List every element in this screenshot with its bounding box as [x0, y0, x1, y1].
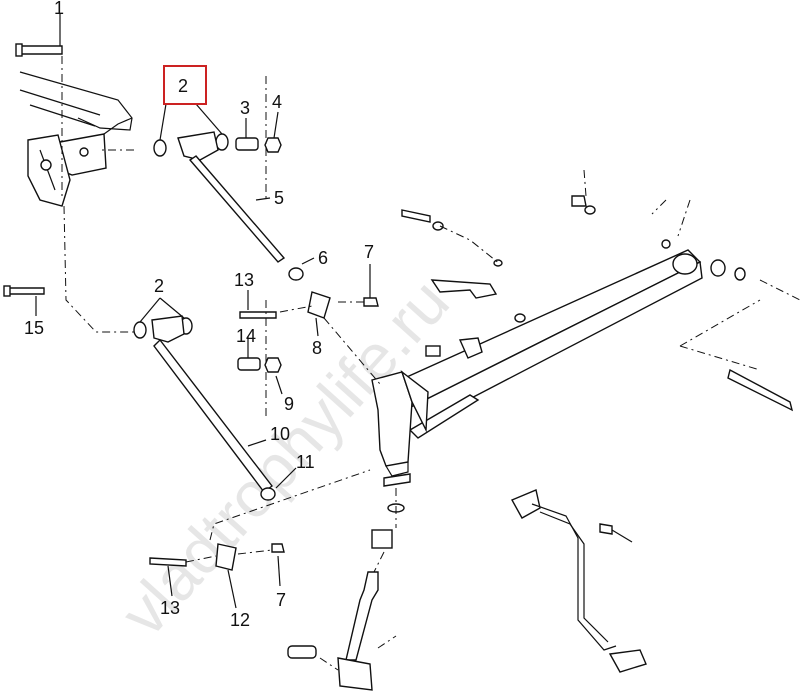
- callout-11: 11: [296, 452, 315, 472]
- frame-bracket: [19, 71, 133, 207]
- bolts: [3, 43, 63, 297]
- callout-7-lower: 7: [276, 590, 286, 610]
- callout-9: 9: [284, 394, 294, 414]
- callout-2-highlight-box: [163, 65, 207, 105]
- upper-link-assembly: [153, 131, 304, 281]
- steering-shaft: [287, 473, 411, 691]
- callout-13-lower: 13: [160, 598, 180, 618]
- lever-assembly: [511, 368, 794, 673]
- main-swingarm: [371, 239, 746, 477]
- callout-3: 3: [240, 98, 250, 118]
- callout-8: 8: [312, 338, 322, 358]
- lower-link-end: [149, 543, 285, 571]
- lower-link-assembly: [133, 291, 379, 501]
- callout-4: 4: [272, 92, 282, 112]
- callout-2-upper: 2: [178, 76, 188, 96]
- callout-6: 6: [318, 248, 328, 268]
- callout-7-upper: 7: [364, 242, 374, 262]
- callout-10: 10: [270, 424, 290, 444]
- callout-14: 14: [236, 326, 256, 346]
- callout-13-upper: 13: [234, 270, 254, 290]
- callout-1: 1: [54, 0, 64, 18]
- callout-15: 15: [24, 318, 44, 338]
- pivot-bracket: [401, 195, 596, 359]
- callout-labels: 1 2 3 4 5 6 7 8 13 14 15 2 9 10 11 13 12…: [24, 0, 374, 630]
- callout-12: 12: [230, 610, 250, 630]
- callout-2-lower: 2: [154, 276, 164, 296]
- callout-5: 5: [274, 188, 284, 208]
- leader-lines: [35, 14, 800, 671]
